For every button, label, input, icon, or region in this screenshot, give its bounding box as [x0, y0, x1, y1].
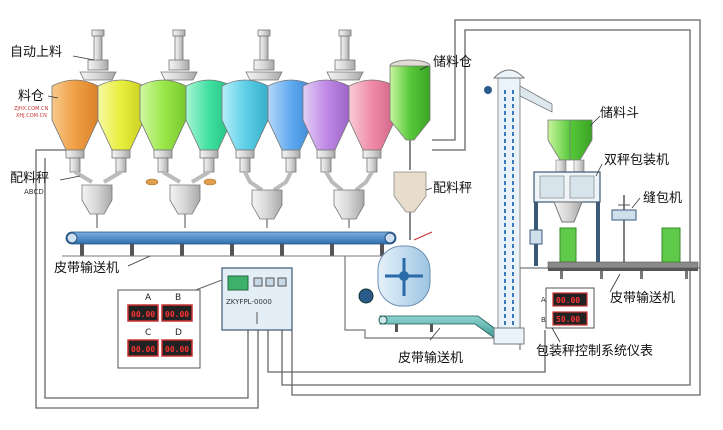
auto-feeders: [79, 29, 364, 81]
label-storage-hopper: 储料斗: [600, 106, 639, 121]
panel-readout-a: 00.00: [131, 310, 155, 319]
label-silo-note-1: ZJHX.COM.CN: [14, 106, 48, 112]
control-cabinet: ZKYFPL-0000: [221, 267, 293, 331]
panel-readout-d: 00.00: [165, 345, 189, 354]
batching-instrument-panel: A B C D 00.00 00.00 00.00 00.00: [117, 289, 201, 369]
silo-3: [139, 79, 187, 151]
silo-5: [221, 79, 269, 151]
auto-feeder-1: [79, 29, 117, 81]
silo-discharge-cones: [65, 149, 382, 159]
panel-letter-c: C: [145, 328, 151, 338]
instrument-letter-a: A: [541, 296, 546, 304]
packing-scale-instrument: A B 00.00 50.00: [541, 287, 595, 329]
label-packing-scale-control: 包装秤控制系统仪表: [536, 344, 653, 359]
panel-letter-b: B: [175, 293, 181, 303]
mixer: [358, 231, 433, 307]
controller-model: ZKYFPL-0000: [226, 298, 272, 306]
label-storage-silo: 储料仓: [433, 55, 472, 70]
belt-conveyor-left: [62, 231, 397, 257]
label-belt-conveyor-right: 皮带输送机: [610, 290, 675, 306]
packer-control-box: [529, 229, 543, 245]
label-twin-scale-packer: 双秤包装机: [604, 153, 669, 168]
silo-group: [51, 79, 396, 159]
batching-hopper-1: [81, 184, 113, 215]
silo-8: [348, 79, 396, 151]
auto-feeder-4: [326, 29, 364, 81]
label-belt-conveyor-left: 皮带输送机: [54, 260, 119, 276]
instrument-readout-b: 50.00: [556, 315, 580, 324]
labels: 自动上料 料仓 ZJHX.COM.CN XHJ.COM.CN 配料秤 ABCD …: [10, 45, 682, 366]
panel-readout-c: 00.00: [131, 345, 155, 354]
batching-hopper-3: [251, 189, 283, 220]
auto-feeder-2: [160, 29, 198, 81]
label-silo: 料仓: [18, 89, 44, 104]
storage-silo: [389, 59, 431, 170]
batching-hoppers: [69, 157, 378, 228]
silo-7: [302, 79, 350, 151]
panel-letter-d: D: [175, 328, 182, 338]
label-batching-scale: 配料秤: [10, 171, 49, 186]
label-sewing-machine: 缝包机: [643, 191, 682, 206]
auto-feeder-3: [245, 29, 283, 81]
cable-lines: [35, 19, 701, 409]
label-belt-conveyor-mid: 皮带输送机: [398, 350, 463, 366]
panel-readout-b: 00.00: [165, 310, 189, 319]
belt-conveyor-right: [547, 261, 699, 279]
instrument-letter-b: B: [541, 316, 546, 324]
storage-hopper: [547, 119, 593, 173]
batching-scale-right: [393, 171, 427, 240]
batching-hopper-2: [169, 184, 201, 215]
silo-2: [97, 79, 145, 151]
silo-1: [51, 79, 99, 151]
twin-scale-packer: [529, 171, 601, 266]
panel-letter-a: A: [145, 293, 152, 303]
sewing-machine: [611, 195, 681, 263]
label-batching-codes: ABCD: [24, 188, 44, 196]
label-auto-feed: 自动上料: [10, 45, 62, 60]
label-silo-note-2: XHJ.COM.CN: [16, 113, 47, 119]
instrument-readout-a: 00.00: [556, 296, 580, 305]
bucket-elevator: [484, 69, 553, 345]
batching-hopper-4: [333, 189, 365, 220]
leader-lines: [47, 55, 641, 343]
label-batching-scale-right: 配料秤: [433, 181, 472, 196]
